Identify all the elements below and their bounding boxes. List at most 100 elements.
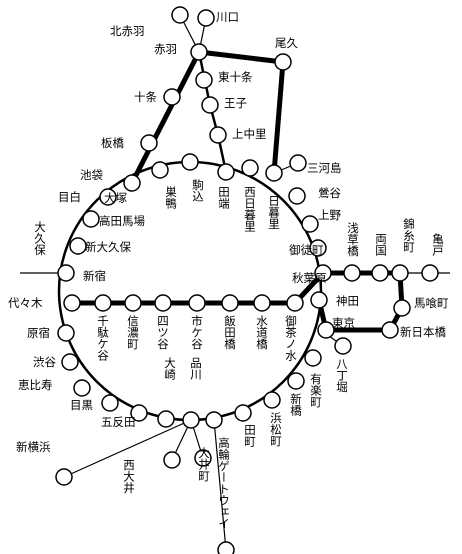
label-oimachi: 大井町 (197, 446, 211, 481)
label-oku: 尾久 (275, 36, 298, 50)
station-kami-nakazato (209, 126, 227, 144)
label-kawaguchi: 川口 (216, 10, 239, 24)
station-jujo (163, 88, 181, 106)
label-nishi-nippori: 西日暮里 (243, 186, 257, 232)
label-okubo: 大久保 (33, 220, 47, 256)
vertical-labels: 大久保 巣鴨 駒込 田端 西日暮里 日暮里 浅草橋 両国 錦糸町 亀戸 千駄ケ谷… (33, 179, 445, 529)
label-kitaakabane: 北赤羽 (110, 24, 145, 38)
station-nippori (265, 164, 283, 182)
station-ikebukuro (123, 174, 141, 192)
label-kameido: 亀戸 (431, 232, 445, 257)
label-kanda: 神田 (336, 294, 359, 308)
station-mikawashima (289, 154, 307, 172)
label-osaki: 大崎 (163, 356, 177, 380)
station-takadanobaba (82, 210, 100, 228)
label-akabane: 赤羽 (154, 42, 177, 56)
station-kameido (421, 264, 439, 282)
loop-line (57, 160, 323, 422)
label-shin-nihombashi: 新日本橋 (400, 325, 446, 339)
label-tokyo: 東京 (332, 316, 355, 330)
label-kinshicho: 錦糸町 (402, 217, 416, 252)
station-uguisudani (288, 187, 306, 205)
label-yoyogi: 代々木 (8, 296, 43, 310)
station-shinanomachi (124, 294, 142, 312)
label-yurakucho: 有楽町 (309, 372, 323, 407)
station-hamamatsucho (263, 391, 281, 409)
station-okubo (57, 264, 75, 282)
station-takanawa-gateway-end (217, 541, 235, 554)
station-shin-nihombashi (381, 321, 399, 339)
station-ichigaya (188, 294, 206, 312)
station-shin-yokohama (55, 468, 73, 486)
label-ochanomizu: 御茶ノ水 (284, 314, 298, 361)
station-nishi-oi (163, 451, 181, 469)
label-nishi-oi: 西大井 (122, 459, 136, 494)
station-tabata (217, 163, 235, 181)
station-shimbashi (287, 372, 305, 390)
label-shinjuku: 新宿 (83, 269, 106, 283)
thick-akabane-ikebukuro (129, 50, 202, 185)
station-oimachi (194, 449, 212, 467)
label-akihabara: 秋葉原 (292, 271, 327, 285)
spur-takanawa-gateway (213, 419, 227, 551)
label-shin-yokohama: 新横浜 (16, 440, 51, 454)
label-sugamo: 巣鴨 (164, 186, 178, 210)
label-yotsuya: 四ツ谷 (156, 315, 170, 350)
label-oji: 王子 (224, 96, 247, 110)
station-oku (274, 53, 292, 71)
station-ryogoku (371, 264, 389, 282)
label-bakurocho: 馬喰町 (414, 296, 449, 310)
station-otsuka (151, 161, 169, 179)
station-tamachi (234, 404, 252, 422)
label-higashi-jujo: 東十条 (218, 70, 253, 84)
label-kami-nakazato: 上中里 (232, 127, 267, 141)
label-takanawa-gateway: 高輪ゲートウェイ (217, 436, 231, 529)
label-otsuka: 大塚 (104, 191, 127, 205)
label-meguro: 目黒 (70, 398, 93, 412)
station-kanda (310, 291, 328, 309)
station-yotsuya (154, 294, 172, 312)
station-hatchobori (334, 337, 352, 355)
station-yurakucho (304, 349, 322, 367)
horizontal-labels: 川口 北赤羽 赤羽 尾久 東十条 十条 王子 上中里 板橋 三河島 池袋 目白 … (8, 10, 449, 454)
label-takadanobaba: 高田馬場 (99, 214, 145, 228)
station-tokyo (317, 321, 335, 339)
label-suidobashi: 水道橋 (255, 315, 269, 350)
label-tamachi: 田町 (243, 424, 257, 447)
station-shibuya (61, 353, 79, 371)
station-kawaguchi (197, 9, 215, 27)
label-jujo: 十条 (134, 90, 157, 104)
station-komagome (181, 153, 199, 171)
station-yoyogi (63, 294, 81, 312)
station-akihabara (314, 264, 332, 282)
label-ueno: 上野 (318, 208, 341, 222)
label-uguisudani: 鶯谷 (318, 186, 341, 200)
station-meguro (101, 394, 119, 412)
station-itabashi (140, 134, 158, 152)
station-akabane (190, 43, 208, 61)
label-hatchobori: 八丁堀 (335, 358, 349, 393)
station-osaki (157, 410, 175, 428)
label-ichigaya: 市ケ谷 (190, 314, 204, 350)
station-kitaakabane (171, 6, 189, 24)
label-harajuku: 原宿 (27, 326, 50, 340)
label-shimbashi: 新橋 (289, 392, 303, 417)
station-asakusabashi (343, 264, 361, 282)
label-mikawashima: 三河島 (307, 161, 342, 175)
label-shinanomachi: 信濃町 (126, 315, 140, 350)
label-shinagawa: 品川 (189, 357, 203, 380)
label-ryogoku: 両国 (374, 233, 388, 257)
label-okachimachi: 御徒町 (289, 243, 324, 257)
station-mejiro (99, 188, 117, 206)
spur-shin-yokohama (63, 419, 192, 478)
label-hamamatsucho: 浜松町 (269, 412, 283, 447)
label-iidabashi: 飯田橋 (223, 314, 237, 350)
label-shibuya: 渋谷 (33, 355, 56, 369)
station-okachimachi (309, 239, 327, 257)
station-markers (55, 6, 439, 554)
station-harajuku (57, 324, 75, 342)
label-itabashi: 板橋 (101, 136, 124, 150)
station-iidabashi (221, 294, 239, 312)
label-tabata: 田端 (217, 186, 231, 210)
